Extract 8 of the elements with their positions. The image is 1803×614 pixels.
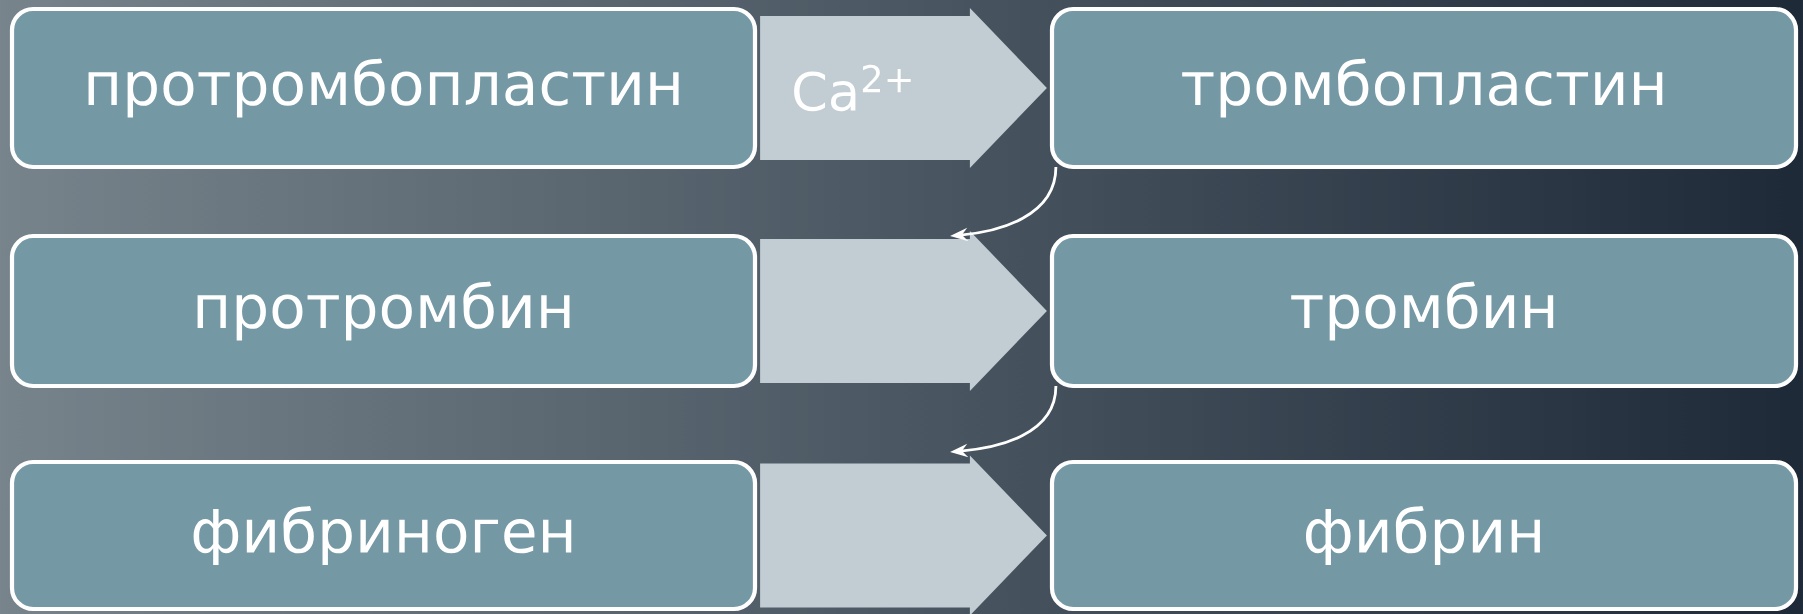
process-box: протромбин xyxy=(9,233,758,389)
block-arrow xyxy=(760,455,1047,614)
process-box: фибриноген xyxy=(9,459,758,612)
edge-label: Ca$^{2+}$ xyxy=(794,64,911,112)
process-box: фибрин xyxy=(1049,459,1799,612)
process-box: тромбопластин xyxy=(1049,6,1799,170)
process-box: тромбин xyxy=(1049,233,1799,389)
process-box: протромбопластин xyxy=(9,6,758,170)
